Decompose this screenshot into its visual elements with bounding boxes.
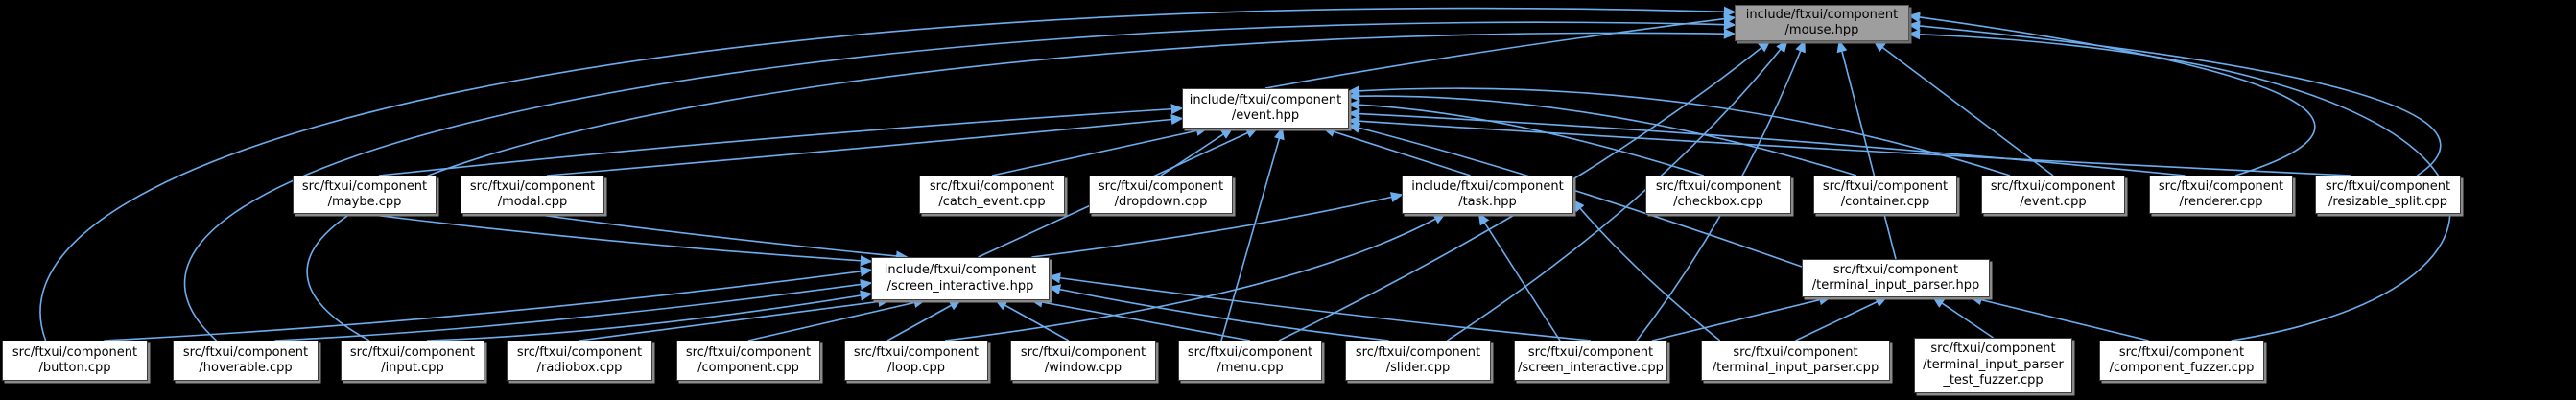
graph-edge-menu-cpp--screen-interactive-hpp bbox=[1029, 296, 1251, 341]
graph-edge-renderer-cpp--mouse-hpp bbox=[1907, 12, 2316, 176]
graph-edge-menu-cpp--event-hpp bbox=[1220, 127, 1285, 341]
graph-node-terminal-input-parser-hpp[interactable]: src/ftxui/component /terminal_input_pars… bbox=[1802, 259, 1990, 297]
graph-node-task-hpp[interactable]: include/ftxui/component /task.hpp bbox=[1402, 176, 1573, 214]
graph-edge-modal-cpp--event-hpp bbox=[546, 113, 1184, 176]
graph-node-terminal-input-parser-test-fuzzer-cpp[interactable]: src/ftxui/component /terminal_input_pars… bbox=[1914, 338, 2072, 393]
graph-node-screen-interactive-cpp[interactable]: src/ftxui/component /screen_interactive.… bbox=[1514, 341, 1667, 381]
graph-edge-window-cpp--screen-interactive-hpp bbox=[994, 299, 1070, 341]
graph-edge-event-cpp--mouse-hpp bbox=[1873, 40, 2054, 176]
graph-edge-task-hpp--event-hpp bbox=[1322, 127, 1471, 176]
graph-node-button-cpp[interactable]: src/ftxui/component /button.cpp bbox=[2, 341, 148, 381]
graph-edge-button-cpp--screen-interactive-hpp bbox=[104, 266, 873, 341]
graph-node-menu-cpp[interactable]: src/ftxui/component /menu.cpp bbox=[1178, 341, 1322, 381]
graph-edge-component-cpp--screen-interactive-hpp bbox=[747, 297, 927, 341]
graph-edge-container-cpp--event-hpp bbox=[1347, 90, 1857, 176]
graph-edge-group bbox=[39, 6, 2451, 341]
graph-edge-component-fuzzer-cpp--terminal-input-parser-hpp bbox=[1969, 294, 2149, 341]
graph-edge-terminal-input-parser-cpp--terminal-input-parser-hpp bbox=[1795, 296, 1888, 341]
graph-node-mouse-hpp[interactable]: include/ftxui/component /mouse.hpp bbox=[1735, 5, 1909, 41]
graph-edge-button-cpp--mouse-hpp bbox=[39, 6, 1737, 341]
graph-edge-screen-interactive-hpp--task-hpp bbox=[1031, 192, 1404, 258]
graph-edge-event-hpp--mouse-hpp bbox=[1264, 13, 1737, 89]
graph-edge-loop-cpp--task-hpp bbox=[944, 213, 1447, 341]
graph-edge-catch-event-cpp--event-hpp bbox=[991, 125, 1209, 176]
graph-node-catch-event-cpp[interactable]: src/ftxui/component /catch_event.cpp bbox=[919, 176, 1065, 214]
graph-node-input-cpp[interactable]: src/ftxui/component /input.cpp bbox=[341, 341, 484, 381]
graph-edge-checkbox-cpp--event-hpp bbox=[1347, 99, 1705, 176]
graph-edge-input-cpp--screen-interactive-hpp bbox=[426, 290, 873, 341]
graph-node-renderer-cpp[interactable]: src/ftxui/component /renderer.cpp bbox=[2149, 176, 2293, 214]
graph-node-event-cpp[interactable]: src/ftxui/component /event.cpp bbox=[1981, 176, 2125, 214]
graph-node-dropdown-cpp[interactable]: src/ftxui/component /dropdown.cpp bbox=[1089, 176, 1233, 214]
graph-node-component-fuzzer-cpp[interactable]: src/ftxui/component /component_fuzzer.cp… bbox=[2099, 341, 2264, 381]
graph-edge-modal-cpp--screen-interactive-hpp bbox=[532, 213, 909, 262]
graph-node-screen-interactive-hpp[interactable]: include/ftxui/component /screen_interact… bbox=[871, 257, 1050, 300]
graph-node-slider-cpp[interactable]: src/ftxui/component /slider.cpp bbox=[1345, 341, 1491, 381]
graph-node-loop-cpp[interactable]: src/ftxui/component /loop.cpp bbox=[844, 341, 988, 381]
graph-node-container-cpp[interactable]: src/ftxui/component /container.cpp bbox=[1813, 176, 1957, 214]
graph-edge-event-cpp--event-hpp bbox=[1347, 85, 2011, 176]
graph-node-hoverable-cpp[interactable]: src/ftxui/component /hoverable.cpp bbox=[173, 341, 319, 381]
graph-edge-resizable-split-cpp--mouse-hpp bbox=[1907, 20, 2442, 176]
graph-edge-terminal-input-parser-hpp--mouse-hpp bbox=[1836, 39, 1897, 260]
graph-edge-slider-cpp--screen-interactive-hpp bbox=[1048, 284, 1389, 341]
graph-edge-maybe-cpp--event-hpp bbox=[378, 104, 1184, 176]
graph-edge-renderer-cpp--event-hpp bbox=[1347, 108, 2186, 176]
graph-node-radiobox-cpp[interactable]: src/ftxui/component /radiobox.cpp bbox=[507, 341, 652, 381]
graph-node-checkbox-cpp[interactable]: src/ftxui/component /checkbox.cpp bbox=[1645, 176, 1791, 214]
graph-edge-resizable-split-cpp--event-hpp bbox=[1347, 115, 2352, 176]
graph-edge-input-cpp--mouse-hpp bbox=[306, 28, 1737, 341]
graph-edge-maybe-cpp--screen-interactive-hpp bbox=[364, 213, 873, 267]
graph-edge-hoverable-cpp--screen-interactive-hpp bbox=[274, 278, 873, 341]
graph-node-modal-cpp[interactable]: src/ftxui/component /modal.cpp bbox=[461, 176, 604, 214]
graph-edge-screen-interactive-cpp--task-hpp bbox=[1477, 212, 1561, 341]
graph-edge-terminal-input-parser-test-fuzzer-cpp--terminal-input-parser-hpp bbox=[1931, 296, 1994, 339]
graph-node-terminal-input-parser-cpp[interactable]: src/ftxui/component /terminal_input_pars… bbox=[1701, 341, 1890, 381]
graph-edge-radiobox-cpp--screen-interactive-hpp bbox=[579, 295, 891, 341]
graph-edge-hoverable-cpp--mouse-hpp bbox=[183, 19, 1737, 341]
graph-node-event-hpp[interactable]: include/ftxui/component /event.hpp bbox=[1182, 88, 1349, 129]
graph-edge-loop-cpp--screen-interactive-hpp bbox=[886, 299, 962, 341]
graph-node-resizable-split-cpp[interactable]: src/ftxui/component /resizable_split.cpp bbox=[2315, 176, 2461, 214]
graph-node-component-cpp[interactable]: src/ftxui/component /component.cpp bbox=[676, 341, 820, 381]
graph-node-maybe-cpp[interactable]: src/ftxui/component /maybe.cpp bbox=[293, 176, 437, 214]
graph-edge-screen-interactive-cpp--terminal-input-parser-hpp bbox=[1651, 294, 1832, 341]
graph-edge-terminal-input-parser-cpp--task-hpp bbox=[1572, 199, 1721, 341]
graph-node-window-cpp[interactable]: src/ftxui/component /window.cpp bbox=[1010, 341, 1156, 381]
graph-edge-slider-cpp--mouse-hpp bbox=[1446, 39, 1788, 341]
graph-edge-screen-interactive-cpp--screen-interactive-hpp bbox=[1048, 272, 1592, 341]
